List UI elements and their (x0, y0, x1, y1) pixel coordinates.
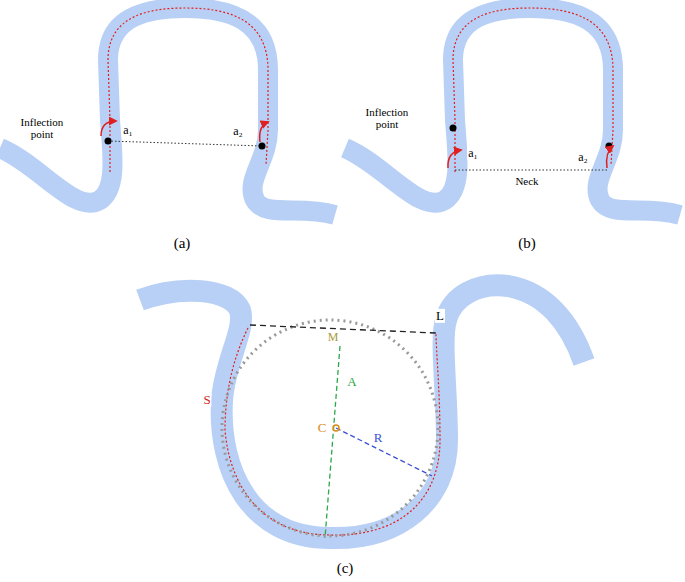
panel-label: (a) (173, 235, 192, 252)
angle-label: a₁ (122, 124, 134, 137)
angle-label: a₁ (467, 147, 479, 160)
panel-a (0, 8, 335, 215)
panel-b (345, 8, 680, 215)
panel-c (140, 285, 584, 538)
sinuosity-label: S (202, 393, 211, 407)
center-label: C (317, 421, 328, 435)
panel-label: (c) (336, 560, 355, 577)
inflection-label: Inflection point (357, 106, 417, 130)
amplitude-label: A (346, 375, 357, 389)
angle-label: a₂ (577, 151, 589, 164)
length-label: L (435, 309, 445, 323)
panel-label: (b) (517, 235, 537, 252)
angle-label: a₂ (232, 125, 244, 138)
neck-label: Neck (514, 175, 539, 187)
radius-label: R (373, 431, 384, 445)
inflection-label: Inflection point (12, 116, 72, 140)
midpoint-label: M (327, 331, 340, 344)
